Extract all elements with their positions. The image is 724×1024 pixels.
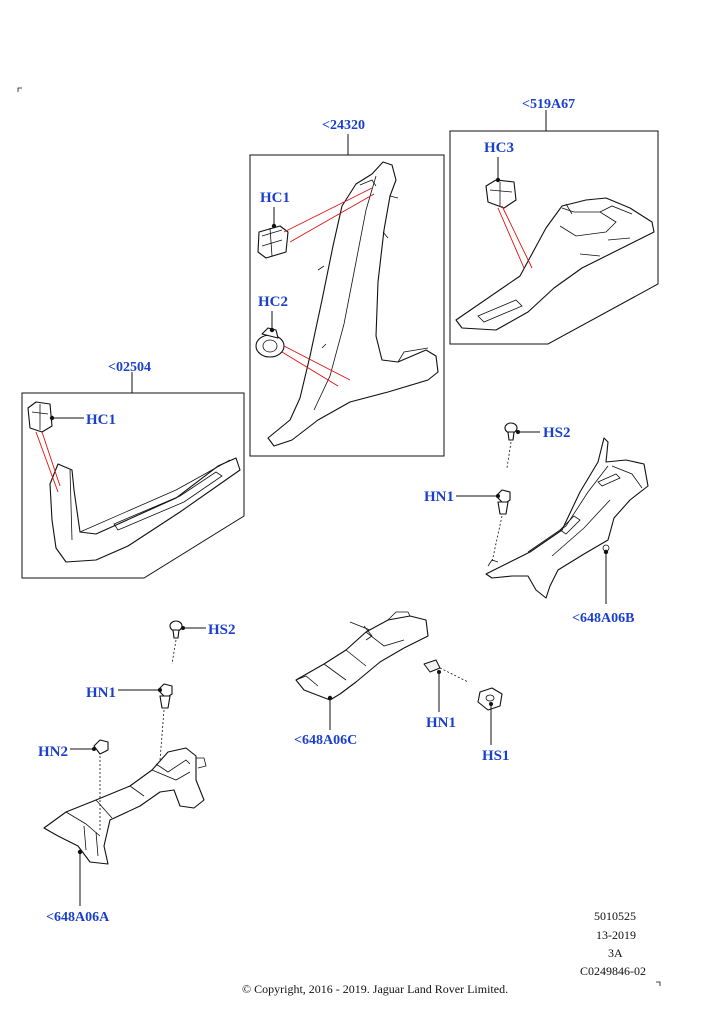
footer-date: 13-2019 <box>596 928 636 942</box>
hc1-sill-indicator <box>41 431 61 487</box>
pillar-trim-group: <24320 HC1 HC2 <box>249 118 445 457</box>
sill-group: <02504 HC1 <box>21 360 245 579</box>
hn2-a-label: HN2 <box>38 744 68 760</box>
footer-copyright: © Copyright, 2016 - 2019. Jaguar Land Ro… <box>242 982 508 996</box>
sill-trim-part <box>49 457 241 563</box>
hc3-quarter-clip-icon <box>485 179 517 209</box>
hn1-b-label: HN1 <box>424 489 454 505</box>
hc1-sill-indicator-2 <box>35 431 59 493</box>
rear-quarter-group: <519A67 HC3 <box>449 97 659 345</box>
hs2-b-label: HS2 <box>543 425 571 441</box>
tunnel-b-group: <648A06B HS2 HN1 <box>424 422 649 626</box>
footer-code: 5010525 <box>594 909 636 923</box>
footer-ref: C0249846-02 <box>580 964 646 978</box>
hs2-b-screw-icon <box>504 422 518 441</box>
hc1-pillar-indicator <box>283 187 373 233</box>
tunnel-c-callout-label: <648A06C <box>294 733 357 748</box>
tunnel-b-trim-part <box>485 437 649 599</box>
hn1-b-nut-icon <box>495 489 511 515</box>
hn1-a-nut-icon <box>157 683 173 709</box>
hc1-pillar-clip-icon <box>257 225 289 259</box>
hn1-c-nut-icon <box>423 659 441 673</box>
hc1-sill-label: HC1 <box>86 412 116 428</box>
tunnel-c-group: <648A06C HN1 HS1 <box>294 611 510 764</box>
corner-mark-bottom-right <box>656 981 661 986</box>
hs1-c-screw-icon <box>477 687 503 711</box>
pillar-trim-part <box>267 161 439 447</box>
hc3-indicator <box>501 205 533 269</box>
tunnel-a-trim-part <box>43 747 205 865</box>
tunnel-a-callout-label: <648A06A <box>46 910 110 925</box>
sill-box <box>21 392 245 579</box>
footer-rev: 3A <box>608 946 623 960</box>
quarter-callout-label: <519A67 <box>522 97 575 112</box>
hn1-c-label: HN1 <box>426 715 456 731</box>
hs2-a-screw-icon <box>169 620 183 639</box>
hc1-pillar-label: HC1 <box>260 190 290 206</box>
hc2-pillar-indicator <box>283 345 351 381</box>
hc1-sill-clip-icon <box>27 401 53 433</box>
hc2-pillar-label: HC2 <box>258 294 288 310</box>
hc2-pillar-indicator-2 <box>281 351 339 387</box>
quarter-box <box>449 130 659 345</box>
hn1-a-label: HN1 <box>86 685 116 701</box>
pillar-box <box>249 154 445 457</box>
hn2-a-nut-icon <box>93 739 109 755</box>
sill-callout-label: <02504 <box>108 360 151 375</box>
rear-quarter-trim-part <box>455 197 655 331</box>
pillar-callout-label: <24320 <box>322 118 365 133</box>
hc1-pillar-indicator-2 <box>289 193 375 243</box>
corner-mark-top-left <box>17 87 22 92</box>
hs2-a-label: HS2 <box>208 622 236 638</box>
tunnel-c-trim-part <box>295 615 429 701</box>
hs1-c-label: HS1 <box>482 748 510 764</box>
hc3-label: HC3 <box>484 140 514 156</box>
hc2-pillar-clip-icon <box>255 327 285 358</box>
hc3-indicator-2 <box>497 207 525 269</box>
tunnel-a-group: <648A06A HS2 HN1 HN2 <box>38 620 236 925</box>
tunnel-b-callout-label: <648A06B <box>572 611 634 626</box>
